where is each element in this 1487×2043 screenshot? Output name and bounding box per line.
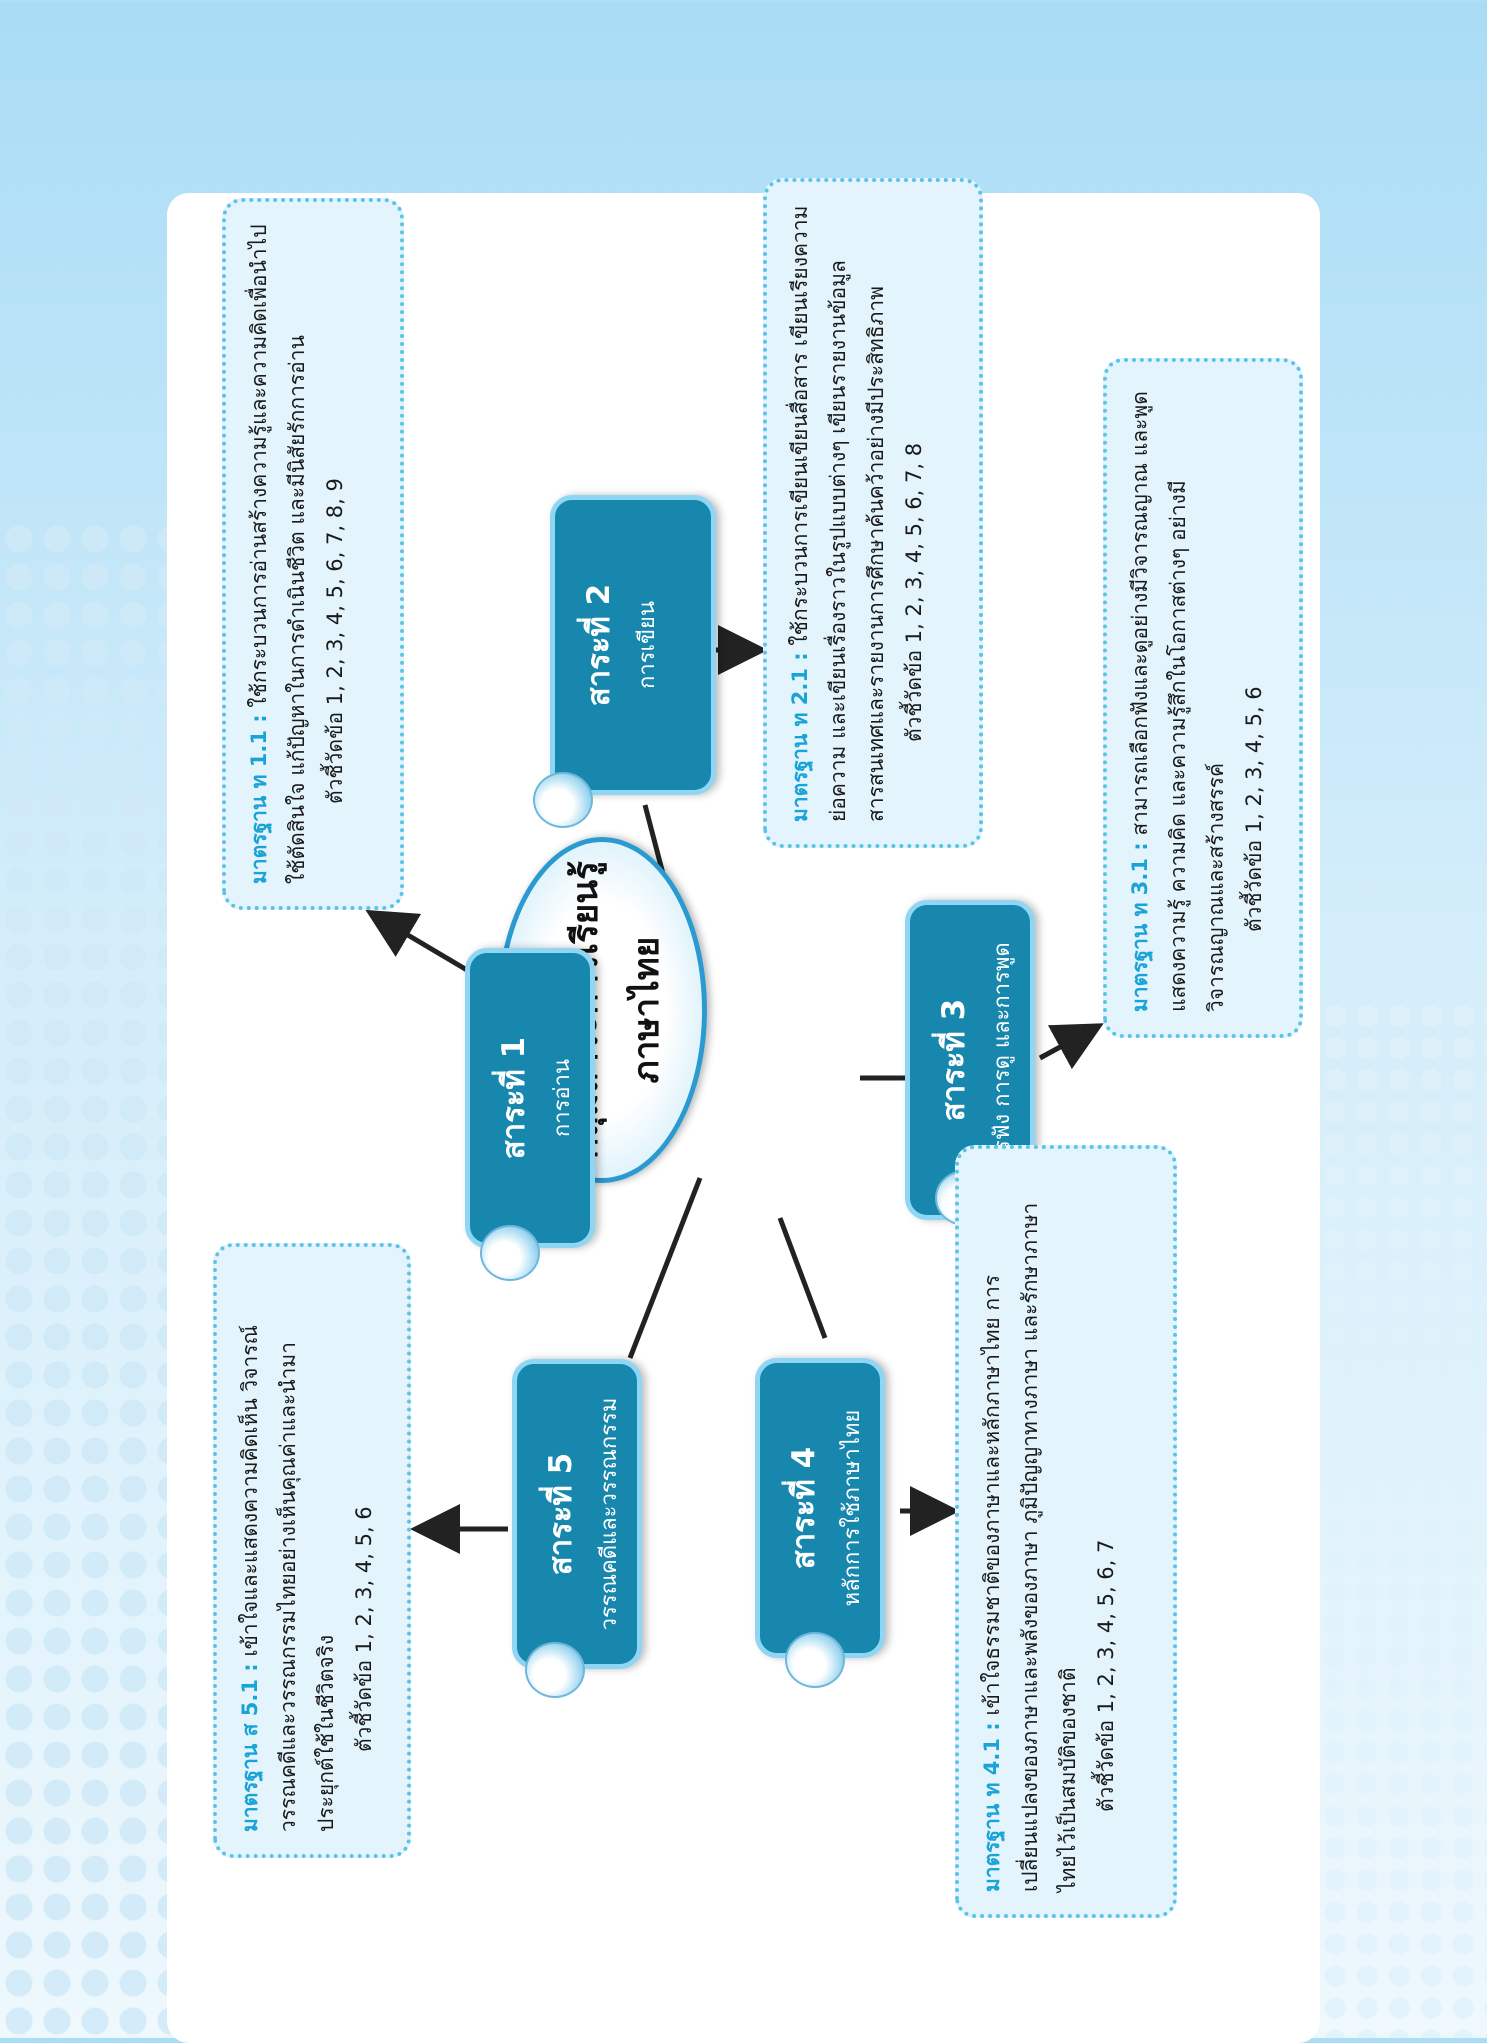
standard-indicators: ตัวชี้วัดข้อ 1, 2, 3, 4, 5, 6, 7, 8 bbox=[902, 442, 926, 742]
mascot-icon bbox=[533, 772, 593, 828]
arrow-node3-standard3 bbox=[1038, 1023, 1104, 1070]
standard-label: มาตรฐาน ท 1.1 : bbox=[247, 714, 271, 884]
mascot-icon bbox=[785, 1632, 845, 1688]
standard-box-3: มาตรฐาน ท 3.1 : สามารถเลือกฟังและดูอย่าง… bbox=[1103, 358, 1303, 1038]
standard-indicators: ตัวชี้วัดข้อ 1, 2, 3, 4, 5, 6, 7 bbox=[1094, 1539, 1118, 1812]
strand-title: สาระที่ 4 bbox=[786, 1446, 822, 1570]
standard-indicators: ตัวชี้วัดข้อ 1, 2, 3, 4, 5, 6 bbox=[1242, 686, 1266, 932]
strand-node-5: สาระที่ 5 วรรณคดีและวรรณกรรม bbox=[512, 1359, 642, 1669]
strand-subtitle: วรรณคดีและวรรณกรรม bbox=[597, 1397, 622, 1631]
strand-node-2: สาระที่ 2 การเขียน bbox=[550, 495, 716, 795]
standard-box-1: มาตรฐาน ท 1.1 : ใช้กระบวนการอ่านสร้างควา… bbox=[222, 198, 404, 910]
strand-title: สาระที่ 2 bbox=[581, 583, 617, 707]
strand-node-4: สาระที่ 4 หลักการใช้ภาษาไทย bbox=[755, 1358, 885, 1658]
connector-center-node5 bbox=[627, 1177, 703, 1359]
standard-box-4: มาตรฐาน ท 4.1 : เข้าใจธรรมชาติของภาษาและ… bbox=[955, 1145, 1177, 1918]
strand-subtitle: การเขียน bbox=[635, 601, 660, 689]
mascot-icon bbox=[525, 1642, 585, 1698]
strand-subtitle: การอ่าน bbox=[550, 1058, 575, 1138]
strand-subtitle: หลักการใช้ภาษาไทย bbox=[840, 1409, 865, 1607]
standard-box-5: มาตรฐาน ส 5.1 : เข้าใจและแสดงความคิดเห็น… bbox=[213, 1243, 411, 1858]
mascot-icon bbox=[480, 1225, 540, 1281]
strand-title: สาระที่ 5 bbox=[543, 1452, 579, 1576]
arrow-node1-standard1 bbox=[365, 909, 474, 976]
strand-node-1: สาระที่ 1 การอ่าน bbox=[465, 948, 595, 1248]
standard-label: มาตรฐาน ท 3.1 : bbox=[1128, 842, 1152, 1012]
standard-box-2: มาตรฐาน ท 2.1 : ใช้กระบวนการเขียนเขียนสื… bbox=[763, 178, 983, 848]
standard-indicators: ตัวชี้วัดข้อ 1, 2, 3, 4, 5, 6, 7, 8, 9 bbox=[323, 478, 347, 804]
center-title-line2: ภาษาไทย bbox=[627, 936, 667, 1084]
standard-label: มาตรฐาน ท 2.1 : bbox=[788, 652, 812, 822]
standard-indicators: ตัวชี้วัดข้อ 1, 2, 3, 4, 5, 6 bbox=[352, 1506, 376, 1752]
background-dot-pattern-right bbox=[1287, 1000, 1487, 2038]
connector-center-node4 bbox=[777, 1217, 828, 1339]
standard-label: มาตรฐาน ท 4.1 : bbox=[980, 1722, 1004, 1892]
standard-label: มาตรฐาน ส 5.1 : bbox=[238, 1663, 262, 1832]
strand-title: สาระที่ 1 bbox=[496, 1036, 532, 1160]
